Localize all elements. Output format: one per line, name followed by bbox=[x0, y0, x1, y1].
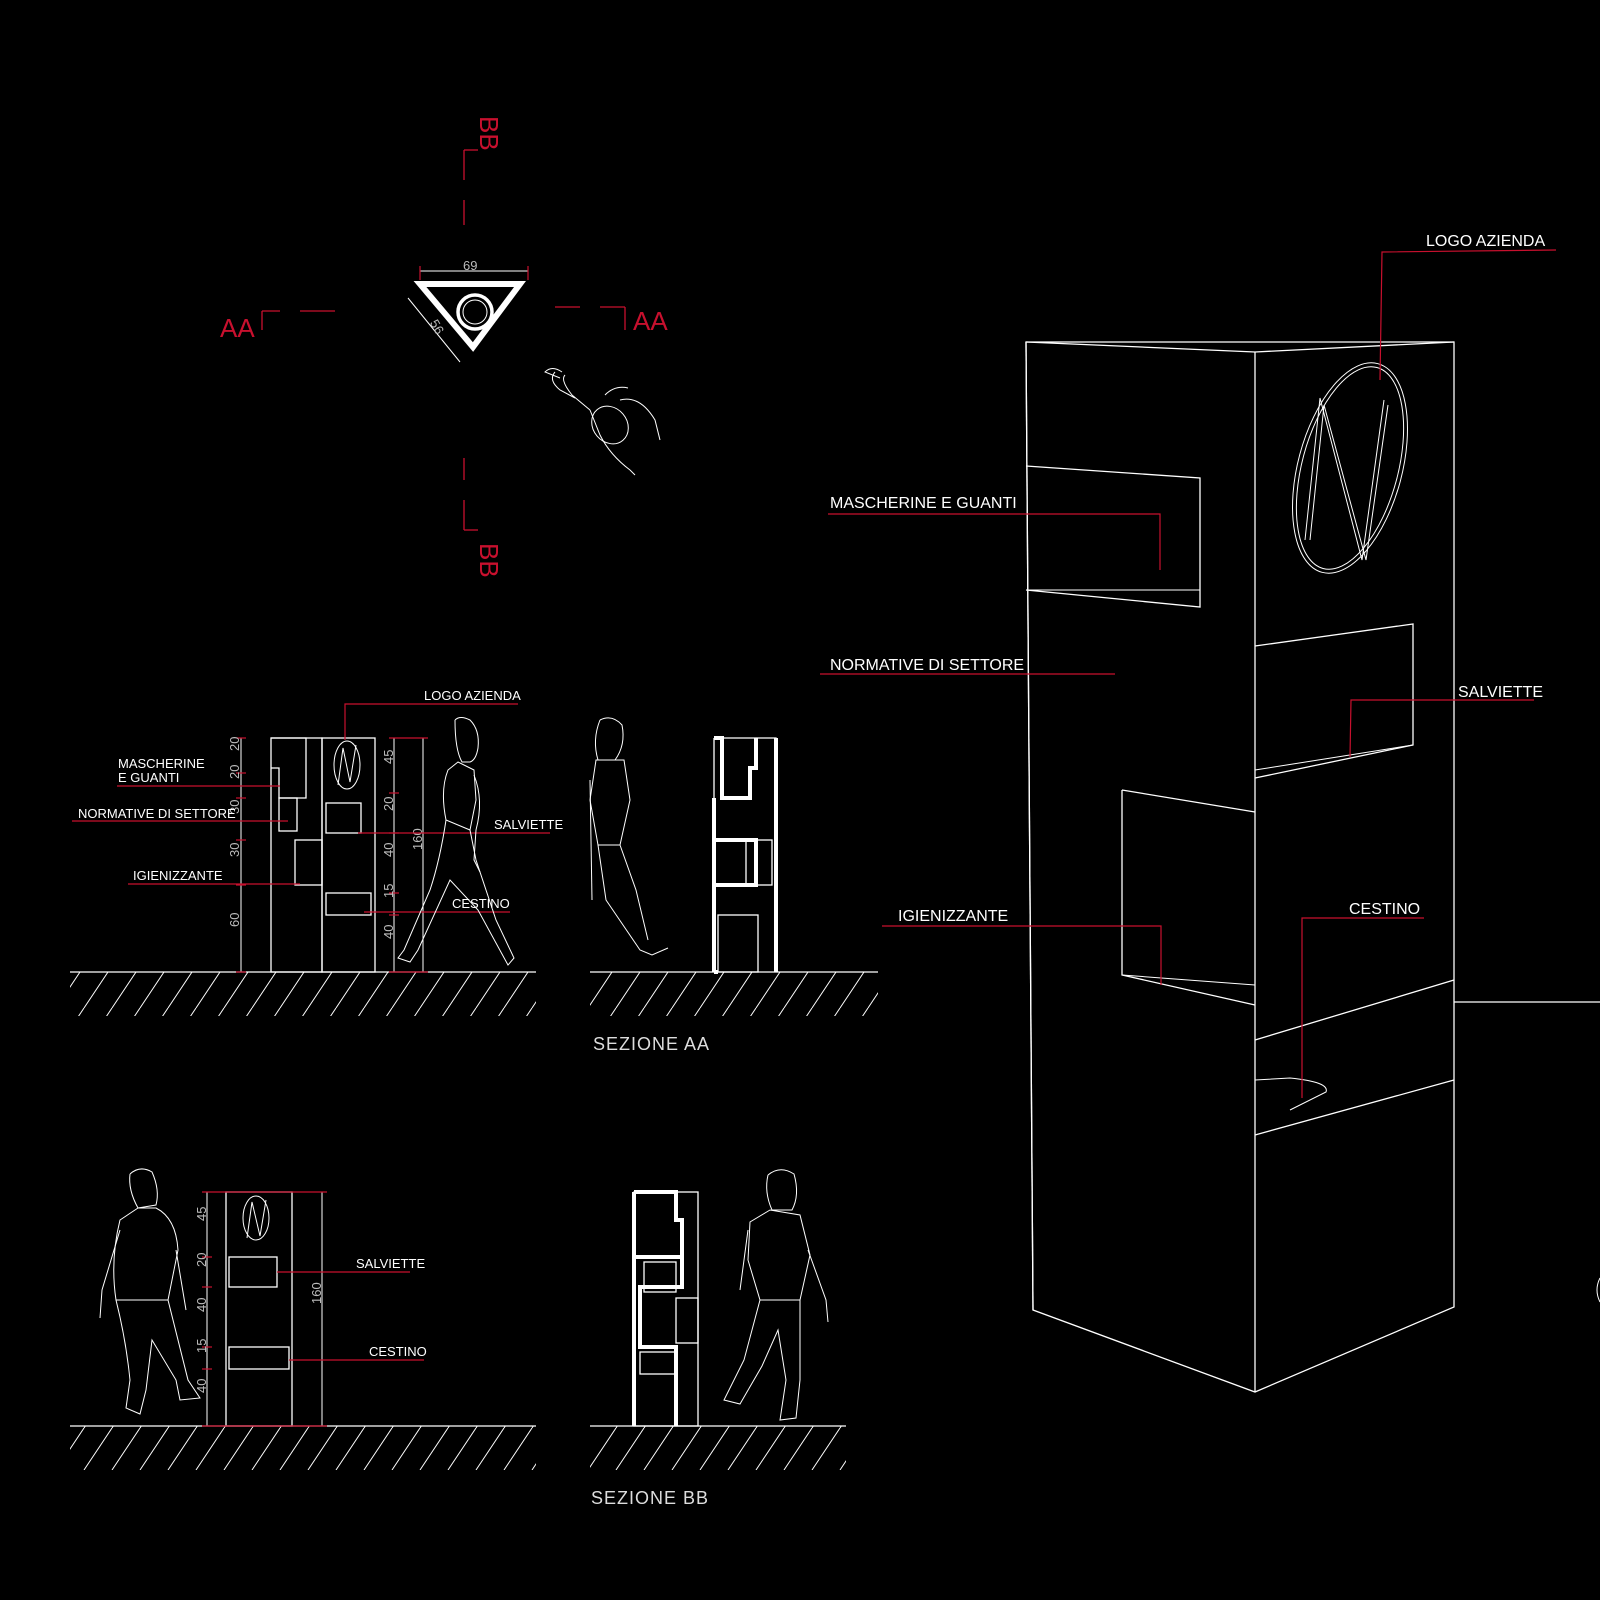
person-front-walking bbox=[397, 717, 515, 966]
plan-bin-circle bbox=[456, 293, 494, 331]
section-bb: SEZIONE BB bbox=[590, 1169, 846, 1508]
front-masks-label-1: MASCHERINE bbox=[118, 756, 205, 771]
persp-bin-label: CESTINO bbox=[1349, 901, 1420, 918]
front-bin-label: CESTINO bbox=[452, 896, 510, 911]
side-bin-label: CESTINO bbox=[369, 1344, 427, 1359]
person-top-view bbox=[544, 368, 661, 476]
section-aa-cutline: AA AA bbox=[220, 306, 668, 343]
front-regulations-label: NORMATIVE DI SETTORE bbox=[78, 806, 236, 821]
plan-dim-width: 69 bbox=[463, 258, 477, 273]
side-dim-4: 15 bbox=[194, 1339, 209, 1353]
front-wipes-label: SALVIETTE bbox=[494, 817, 563, 832]
section-bb-label-bottom: BB bbox=[474, 543, 504, 578]
section-aa: SEZIONE AA bbox=[589, 717, 878, 1054]
front-left-dim-4: 30 bbox=[227, 843, 242, 857]
perspective-view: LOGO AZIENDA MASCHERINE E GUANTI NORMATI… bbox=[820, 233, 1600, 1393]
section-aa-label-right: AA bbox=[633, 306, 668, 336]
section-aa-title: SEZIONE AA bbox=[593, 1034, 710, 1054]
front-right-dim-1: 45 bbox=[381, 750, 396, 764]
front-left-dim-3: 30 bbox=[227, 800, 242, 814]
persp-logo-label: LOGO AZIENDA bbox=[1426, 233, 1545, 250]
front-right-dim-2: 20 bbox=[381, 797, 396, 811]
front-left-dim-5: 60 bbox=[227, 913, 242, 927]
front-logo-label: LOGO AZIENDA bbox=[424, 688, 521, 703]
section-bb-cutline: BB BB bbox=[463, 116, 504, 578]
front-sanitizer-label: IGIENIZZANTE bbox=[133, 868, 223, 883]
side-dim-3: 40 bbox=[194, 1298, 209, 1312]
front-left-dim-1: 20 bbox=[227, 737, 242, 751]
side-dim-2: 20 bbox=[194, 1253, 209, 1267]
front-right-dim-4: 15 bbox=[381, 884, 396, 898]
persp-masks-label: MASCHERINE E GUANTI bbox=[830, 495, 1017, 512]
front-right-dim-3: 40 bbox=[381, 843, 396, 857]
plan-dim-side: 56 bbox=[427, 317, 447, 337]
section-aa-label-left: AA bbox=[220, 313, 255, 343]
side-elevation: 45 20 40 15 40 160 SALVIETTE CESTINO bbox=[70, 1168, 536, 1470]
plan-view: 69 56 AA AA BB BB bbox=[220, 116, 668, 578]
person-section-aa bbox=[589, 717, 669, 956]
person-side-elevation bbox=[99, 1168, 201, 1415]
persp-sanitizer-label: IGIENIZZANTE bbox=[898, 908, 1008, 925]
section-bb-title: SEZIONE BB bbox=[591, 1488, 709, 1508]
side-dim-1: 45 bbox=[194, 1207, 209, 1221]
persp-regulations-label: NORMATIVE DI SETTORE bbox=[830, 657, 1024, 674]
person-section-bb bbox=[723, 1169, 829, 1421]
front-total-dim: 160 bbox=[410, 828, 425, 850]
persp-wipes-label: SALVIETTE bbox=[1458, 684, 1543, 701]
side-total-dim: 160 bbox=[309, 1282, 324, 1304]
side-dim-5: 40 bbox=[194, 1379, 209, 1393]
plan-triangle bbox=[413, 281, 526, 352]
section-bb-label-top: BB bbox=[474, 116, 504, 151]
front-elevation: 20 20 30 30 60 45 20 40 15 40 160 LOGO A… bbox=[70, 688, 563, 1016]
side-wipes-label: SALVIETTE bbox=[356, 1256, 425, 1271]
front-left-dim-2: 20 bbox=[227, 765, 242, 779]
front-masks-label-2: E GUANTI bbox=[118, 770, 179, 785]
front-right-dim-5: 40 bbox=[381, 925, 396, 939]
